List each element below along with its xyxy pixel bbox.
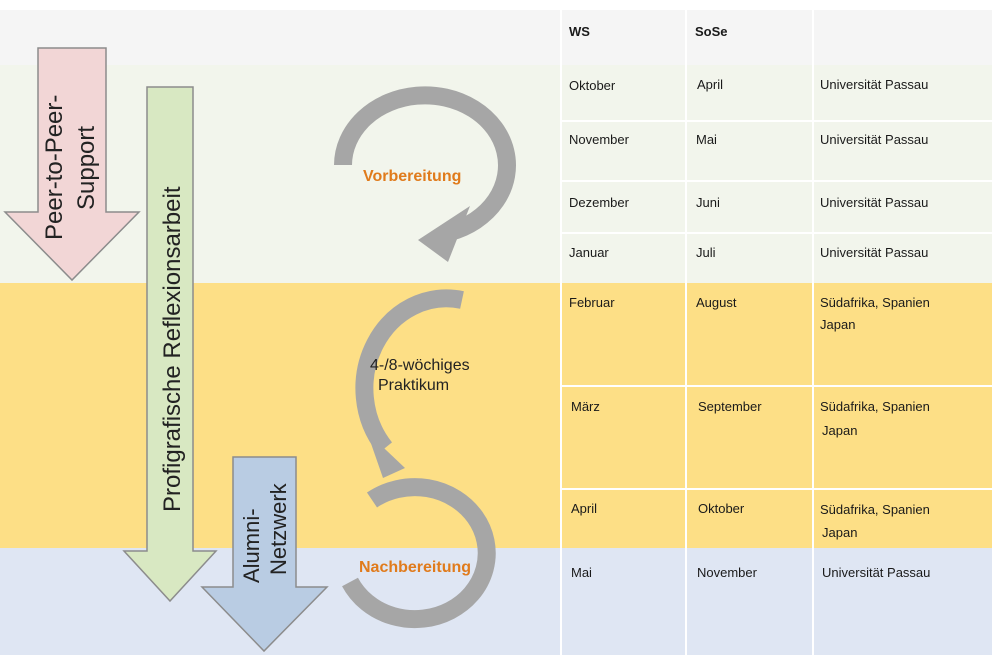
peer-support-label-1: Peer-to-Peer- bbox=[41, 95, 68, 240]
ws-month: April bbox=[571, 501, 598, 516]
nachbereitung-label: Nachbereitung bbox=[359, 559, 471, 576]
reflexion-arrow-shape bbox=[122, 86, 218, 603]
row-separator bbox=[560, 385, 992, 387]
header-sose: SoSe bbox=[695, 24, 728, 39]
location: Südafrika, Spanien bbox=[820, 399, 930, 414]
alumni-label-2: Netzwerk bbox=[266, 482, 291, 575]
peer-support-arrow-shape bbox=[3, 47, 141, 282]
sose-month: November bbox=[697, 565, 757, 580]
location: Südafrika, Spanien bbox=[820, 295, 930, 310]
header-band bbox=[0, 10, 992, 65]
peer-support-label-2: Support bbox=[73, 126, 100, 210]
col-separator-2 bbox=[685, 10, 687, 655]
ws-month: November bbox=[569, 132, 629, 147]
col-separator-1 bbox=[560, 10, 562, 655]
location: Universität Passau bbox=[822, 565, 931, 580]
sose-month: April bbox=[697, 77, 724, 92]
location: Universität Passau bbox=[820, 245, 929, 260]
location: Universität Passau bbox=[820, 195, 929, 210]
ws-month: Oktober bbox=[569, 78, 616, 93]
row-separator bbox=[560, 232, 992, 234]
ws-month: Februar bbox=[569, 295, 615, 310]
alumni-arrow-shape bbox=[200, 456, 329, 653]
alumni-label-1: Alumni- bbox=[239, 508, 264, 583]
ws-month: März bbox=[571, 399, 600, 414]
location: Universität Passau bbox=[820, 77, 929, 92]
praktikum-label-1: 4-/8-wöchiges bbox=[370, 357, 470, 374]
row-separator bbox=[560, 180, 992, 182]
location: Südafrika, Spanien bbox=[820, 502, 930, 517]
praktikum-arrowhead bbox=[367, 432, 405, 478]
praktikum-label-2: Praktikum bbox=[378, 377, 449, 394]
location-line-2: Japan bbox=[822, 423, 858, 438]
row-separator bbox=[560, 488, 992, 490]
location: Universität Passau bbox=[820, 132, 929, 147]
nachbereitung-cycle-arc bbox=[342, 478, 496, 629]
location-line-2: Japan bbox=[820, 317, 856, 332]
vorbereitung-arrowhead bbox=[418, 206, 470, 262]
row-separator bbox=[560, 120, 992, 122]
sose-month: Juni bbox=[696, 195, 720, 210]
reflexion-label: Profigrafische Reflexionsarbeit bbox=[159, 186, 186, 512]
header-ws: WS bbox=[569, 24, 590, 39]
sose-month: Mai bbox=[696, 132, 717, 147]
vorbereitung-cycle-arc bbox=[334, 86, 516, 241]
sose-month: August bbox=[696, 295, 737, 310]
ws-month: Mai bbox=[571, 565, 592, 580]
sose-month: Juli bbox=[696, 245, 716, 260]
vorbereitung-label: Vorbereitung bbox=[363, 168, 461, 185]
ws-month: Januar bbox=[569, 245, 609, 260]
praktikum-cycle-arc bbox=[355, 289, 464, 454]
col-separator-3 bbox=[812, 10, 814, 655]
location-line-2: Japan bbox=[822, 525, 858, 540]
sose-month: September bbox=[698, 399, 762, 414]
ws-month: Dezember bbox=[569, 195, 629, 210]
sose-month: Oktober bbox=[698, 501, 745, 516]
